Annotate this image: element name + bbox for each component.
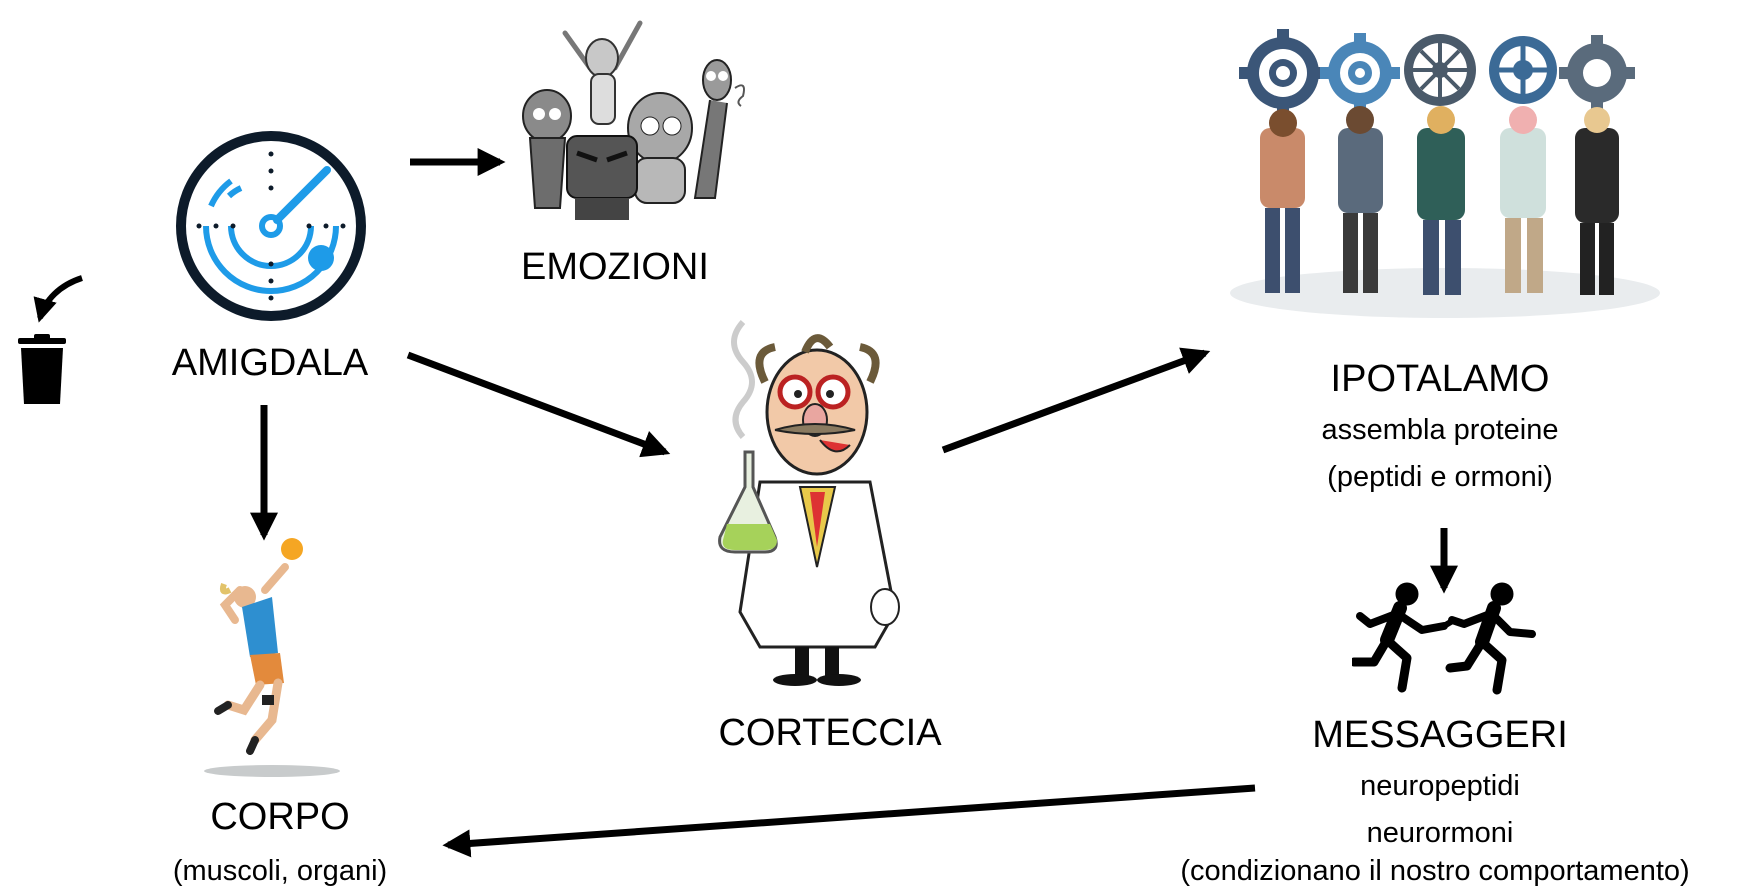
ipotalamo-line1: assembla proteine bbox=[1321, 414, 1559, 446]
people-gears-icon bbox=[1225, 28, 1665, 328]
corpo-line1: (muscoli, organi) bbox=[172, 855, 388, 887]
messaggeri-line1: neuropeptidi bbox=[1360, 770, 1520, 802]
relay-runners-icon bbox=[1352, 580, 1542, 695]
emotion-characters-icon bbox=[505, 18, 750, 230]
corteccia-label: CORTECCIA bbox=[718, 712, 942, 754]
scientist-icon bbox=[705, 312, 925, 692]
ipotalamo-label: IPOTALAMO bbox=[1330, 358, 1550, 400]
trash-icon bbox=[16, 334, 68, 406]
messaggeri-label: MESSAGGERI bbox=[1312, 714, 1568, 756]
arrow-messaggeri-corpo bbox=[442, 784, 1256, 858]
volleyball-player-icon bbox=[200, 535, 345, 780]
emozioni-label: EMOZIONI bbox=[521, 246, 709, 288]
arrow-corteccia-ipotalamo bbox=[941, 347, 1211, 454]
messaggeri-line2: neurormoni bbox=[1366, 817, 1514, 849]
amigdala-radar-icon bbox=[171, 126, 371, 326]
messaggeri-line3: (condizionano il nostro comportamento) bbox=[1180, 855, 1690, 887]
arrow-amigdala-corteccia bbox=[406, 351, 671, 458]
arrow-amigdala-trash bbox=[33, 275, 83, 323]
ipotalamo-line2: (peptidi e ormoni) bbox=[1327, 461, 1553, 493]
amigdala-label: AMIGDALA bbox=[171, 342, 369, 384]
corpo-label: CORPO bbox=[210, 796, 350, 838]
